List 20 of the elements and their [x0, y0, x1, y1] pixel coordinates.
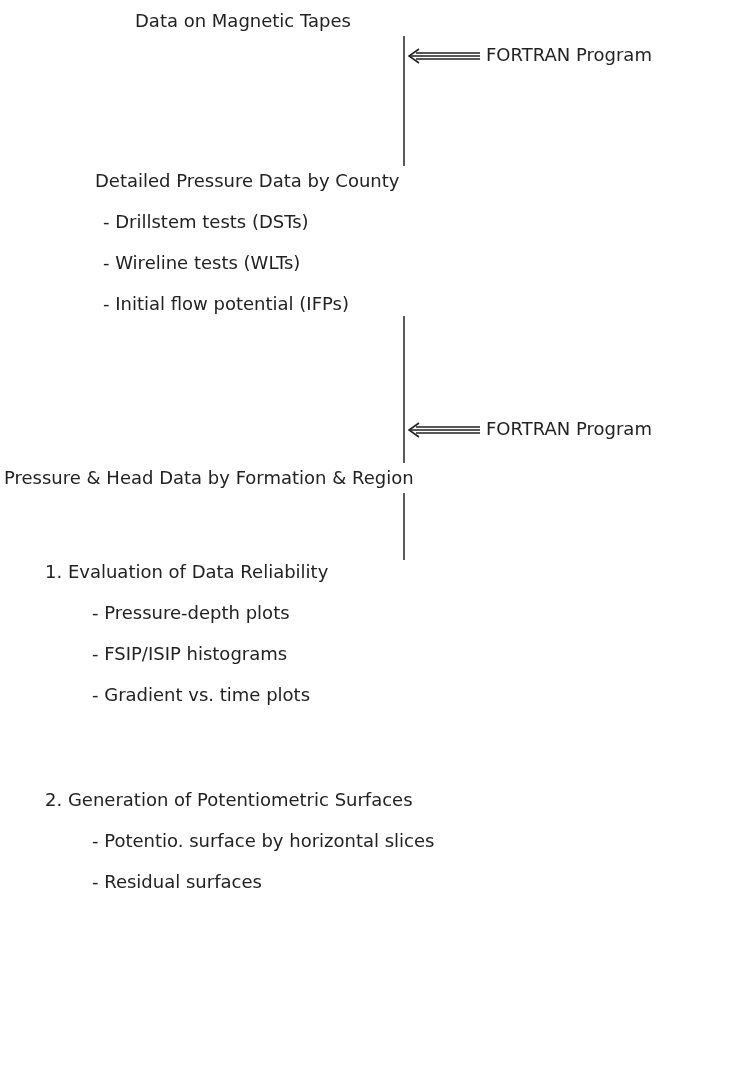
- connector-line: [403, 35, 405, 167]
- node-heading: Data on Magnetic Tapes: [135, 9, 351, 33]
- list-item: - Initial flow potential (IFPs): [103, 292, 349, 316]
- list-item: 2. Generation of Potentiometric Surfaces: [45, 788, 413, 812]
- list-item: - Gradient vs. time plots: [92, 683, 311, 707]
- arrow: [408, 48, 481, 64]
- list-item: - Residual surfaces: [92, 870, 262, 894]
- list-item: - Wireline tests (WLTs): [103, 251, 301, 275]
- node-heading: Pressure & Head Data by Formation & Region: [4, 466, 414, 490]
- list-item: - Potentio. surface by horizontal slices: [92, 829, 435, 853]
- list-item: - Drillstem tests (DSTs): [103, 210, 309, 234]
- connector-line: [403, 315, 405, 464]
- list-item: - FSIP/ISIP histograms: [92, 642, 288, 666]
- node-heading: FORTRAN Program: [486, 43, 652, 67]
- arrow: [408, 422, 481, 438]
- node-heading: 1. Evaluation of Data Reliability: [45, 560, 329, 584]
- connector-line: [403, 492, 405, 561]
- list-item: - Pressure-depth plots: [92, 601, 290, 625]
- node-heading: Detailed Pressure Data by County: [95, 169, 400, 193]
- node-heading: FORTRAN Program: [486, 417, 652, 441]
